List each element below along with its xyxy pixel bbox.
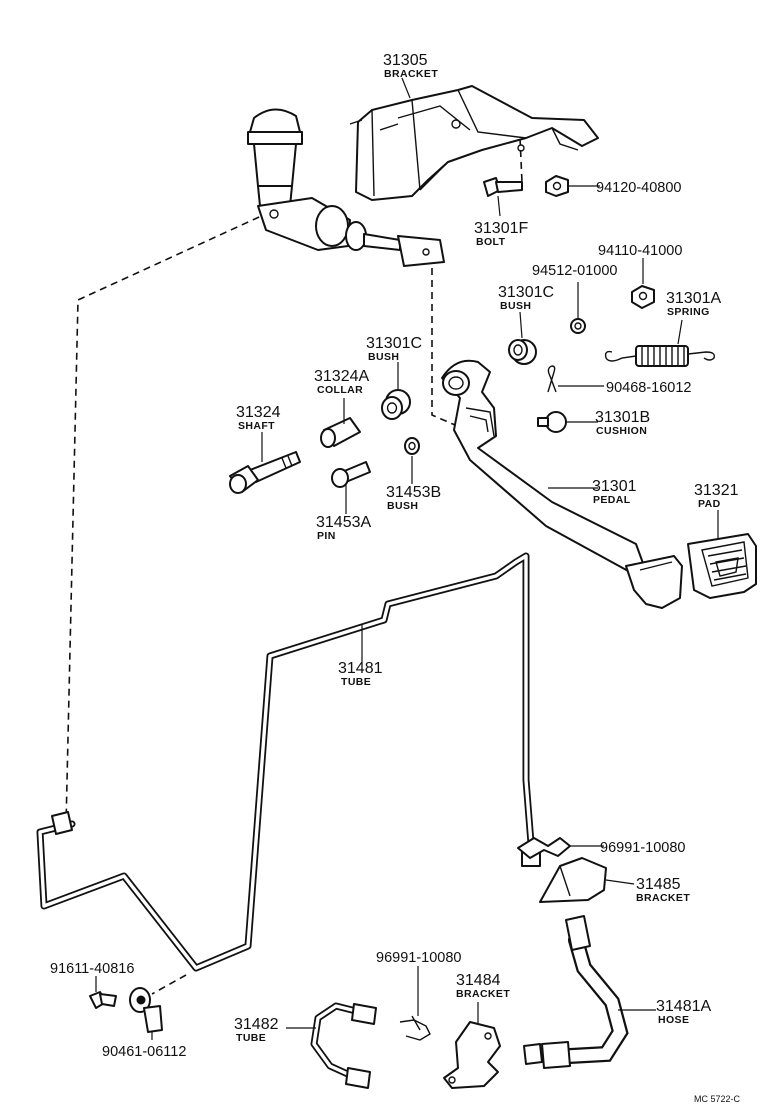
label-90461-06112-number: 90461-06112 xyxy=(102,1044,186,1060)
dashed-connection-lines xyxy=(65,137,523,995)
label-31301-name: PEDAL xyxy=(593,494,631,506)
shaft-31324 xyxy=(229,451,301,494)
label-94512-01000-number: 94512-01000 xyxy=(532,263,617,279)
label-96991-10080-b-number: 96991-10080 xyxy=(376,950,461,966)
label-31324-name: SHAFT xyxy=(238,420,275,432)
label-96991-10080-a-number: 96991-10080 xyxy=(600,840,685,856)
label-31324a-number: 31324A xyxy=(314,368,369,385)
bush-31301c-lower xyxy=(381,389,411,420)
bracket-31484 xyxy=(443,1021,501,1089)
label-31482-number: 31482 xyxy=(234,1016,279,1033)
master-cylinder xyxy=(247,108,445,267)
label-31301b-number: 31301B xyxy=(595,409,650,426)
label-31301a-name: SPRING xyxy=(667,306,710,318)
clip-96991-10080-b xyxy=(399,1015,431,1041)
label-31481-number: 31481 xyxy=(338,660,383,677)
label-31305-number: 31305 xyxy=(383,52,428,69)
tube-31482 xyxy=(310,1002,377,1089)
spring-31301a xyxy=(604,345,716,367)
pad-31321 xyxy=(687,533,757,599)
bracket-31485 xyxy=(539,857,607,903)
label-31453b-number: 31453B xyxy=(386,484,441,501)
label-31321-number: 31321 xyxy=(694,482,739,499)
label-31301c-upper-number: 31301C xyxy=(498,284,554,301)
label-31301c-lower-number: 31301C xyxy=(366,335,422,352)
label-31481-name: TUBE xyxy=(341,676,371,688)
label-90468-16012-number: 90468-16012 xyxy=(606,380,691,396)
part-labels: 31305 BRACKET 94120-40800 31301F BOLT 94… xyxy=(50,52,741,1104)
bolt-91611-40816 xyxy=(89,991,117,1009)
tube-31481 xyxy=(36,552,541,972)
bush-31301c-upper xyxy=(508,339,537,365)
label-31301f-name: BOLT xyxy=(476,236,506,248)
label-31301c-lower-name: BUSH xyxy=(368,351,399,363)
label-31481a-number: 31481A xyxy=(656,998,711,1015)
clamp-90461-06112 xyxy=(129,987,163,1033)
label-31485-number: 31485 xyxy=(636,876,681,893)
label-31301b-name: CUSHION xyxy=(596,425,647,437)
label-31453a-name: PIN xyxy=(317,530,336,542)
hose-31481a xyxy=(523,915,629,1069)
label-91611-40816-number: 91611-40816 xyxy=(50,961,134,977)
label-31301c-upper-name: BUSH xyxy=(500,300,531,312)
cushion-31301b xyxy=(537,411,567,433)
label-31301-number: 31301 xyxy=(592,478,637,495)
label-31324-number: 31324 xyxy=(236,404,281,421)
label-31485-name: BRACKET xyxy=(636,892,690,904)
nut-94120-40800 xyxy=(545,175,569,197)
clip-96991-10080-a xyxy=(517,837,571,859)
label-31484-number: 31484 xyxy=(456,972,501,989)
nut-94110-41000 xyxy=(631,285,655,309)
bush-31453b xyxy=(404,437,420,455)
label-31324a-name: COLLAR xyxy=(317,384,363,396)
label-31484-name: BRACKET xyxy=(456,988,510,1000)
label-31453b-name: BUSH xyxy=(387,500,418,512)
label-94120-40800-number: 94120-40800 xyxy=(596,180,681,196)
leader-lines xyxy=(95,77,719,1040)
collar-31324a xyxy=(320,417,361,448)
bolt-31301f xyxy=(483,177,523,197)
label-31481a-name: HOSE xyxy=(658,1014,689,1026)
label-31301a-number: 31301A xyxy=(666,290,721,307)
label-31301f-number: 31301F xyxy=(474,220,528,237)
label-31305-name: BRACKET xyxy=(384,68,438,80)
washer-94512-01000 xyxy=(570,318,586,334)
label-31482-name: TUBE xyxy=(236,1032,266,1044)
label-31453a-number: 31453A xyxy=(316,514,371,531)
pin-31453a xyxy=(331,461,371,488)
label-31321-name: PAD xyxy=(698,498,721,510)
clip-90468-16012 xyxy=(547,365,557,393)
bracket-31305 xyxy=(349,85,599,201)
diagram-code: MC 5722-C xyxy=(694,1094,741,1104)
pedal-31301 xyxy=(441,359,683,609)
label-94110-41000-number: 94110-41000 xyxy=(598,243,682,259)
